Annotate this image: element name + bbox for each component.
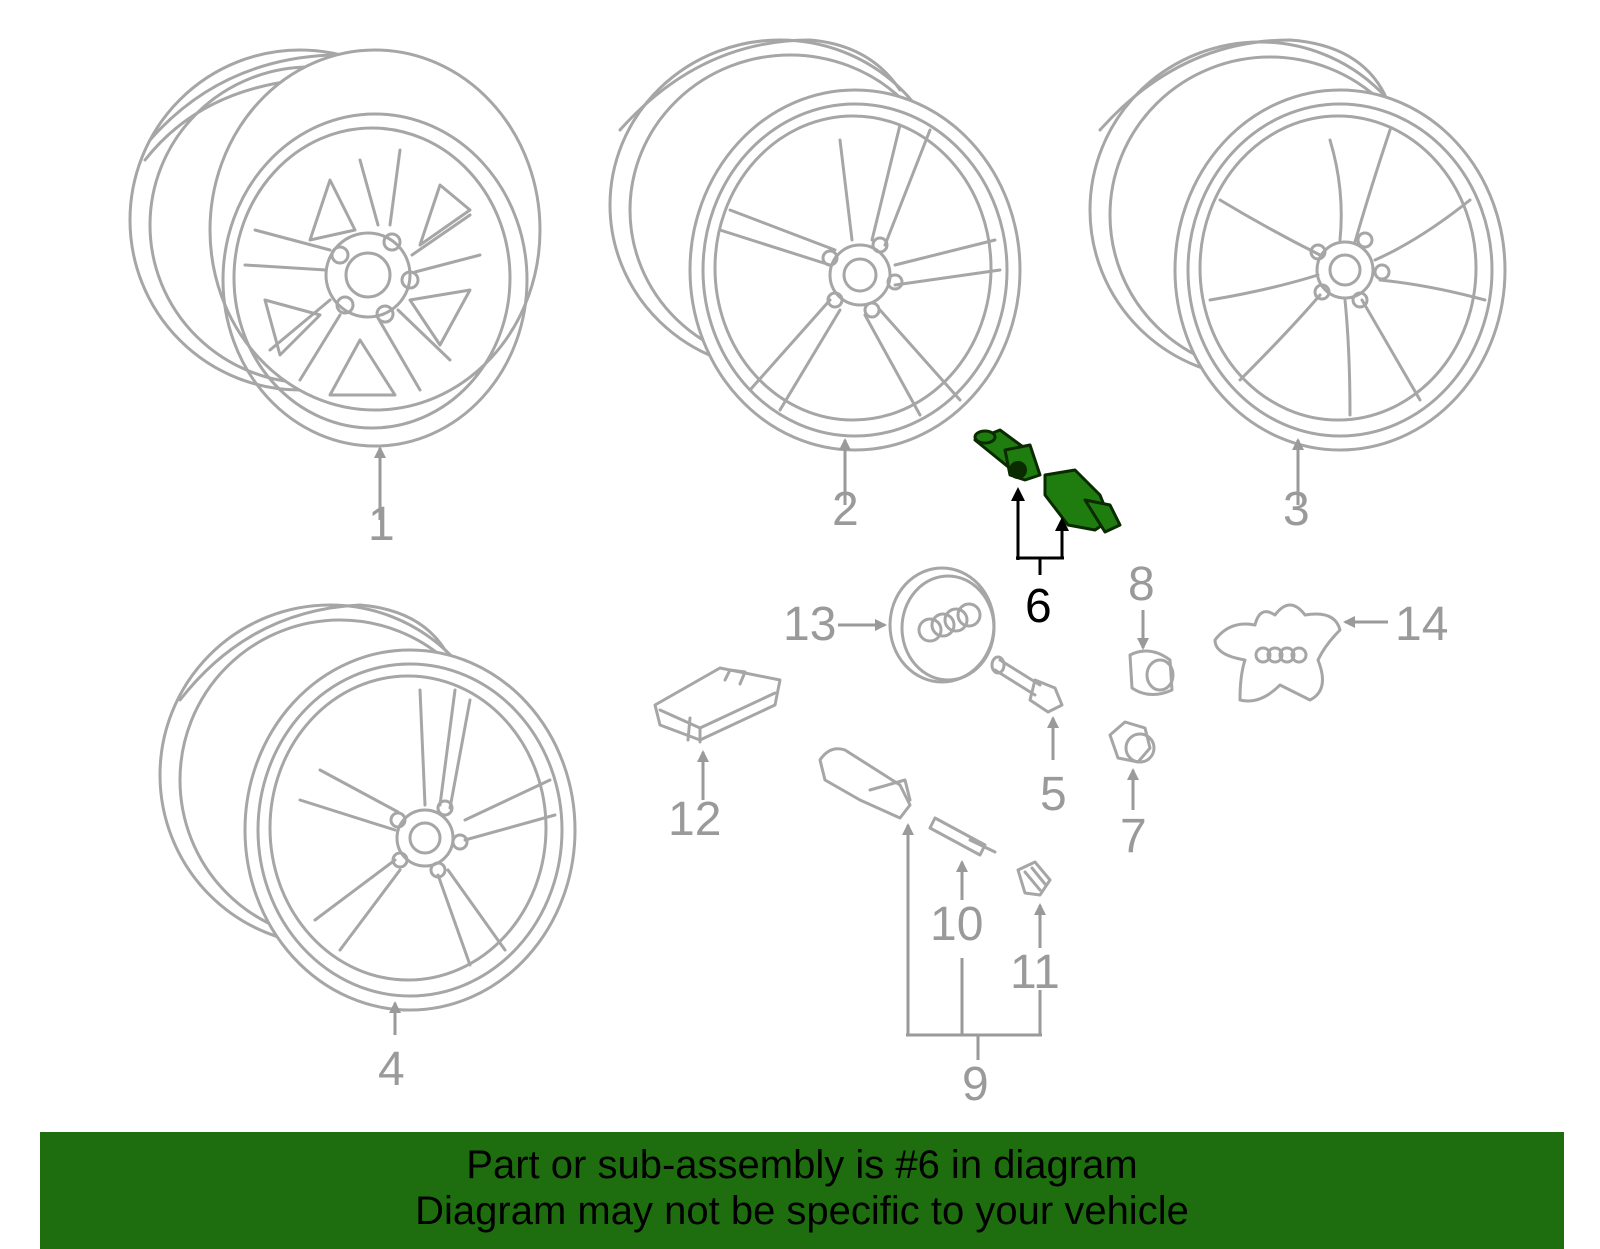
callout-3: 3 [1283, 483, 1310, 536]
part-5-bolt-illustration [990, 655, 1064, 714]
part-10-core-illustration [928, 816, 997, 857]
part-9-valve-illustration [818, 747, 912, 820]
part-7-nut-illustration [1108, 720, 1156, 764]
info-banner: Part or sub-assembly is #6 in diagram Di… [40, 1132, 1564, 1249]
callout-9: 9 [962, 1058, 989, 1111]
part-11-cap-illustration [1016, 860, 1052, 897]
part-12-sensor-illustration [653, 666, 782, 744]
banner-line-1: Part or sub-assembly is #6 in diagram [466, 1143, 1138, 1187]
callout-10: 10 [930, 898, 983, 951]
callout-5: 5 [1040, 768, 1067, 821]
wheel-4-illustration [158, 603, 577, 1012]
banner-line-2: Diagram may not be specific to your vehi… [415, 1189, 1189, 1233]
callout-4: 4 [378, 1043, 405, 1096]
part-13-center-cap-illustration [888, 566, 996, 684]
callout-12: 12 [668, 793, 721, 846]
wheel-1-illustration [128, 48, 542, 448]
part-8-cap-illustration [1128, 649, 1175, 696]
callout-11: 11 [1010, 946, 1060, 999]
callout-1: 1 [368, 498, 395, 551]
callout-13: 13 [783, 598, 836, 651]
wheel-3-illustration [1088, 38, 1507, 452]
wheel-2-illustration [608, 38, 1022, 452]
callout-6: 6 [1025, 580, 1052, 633]
part-14-star-cap-illustration [1213, 603, 1342, 703]
callout-2: 2 [832, 483, 859, 536]
callout-8: 8 [1128, 558, 1155, 611]
callout-7: 7 [1120, 810, 1147, 863]
callout-14: 14 [1395, 598, 1448, 651]
part-6-valve-illustration [973, 428, 1122, 534]
